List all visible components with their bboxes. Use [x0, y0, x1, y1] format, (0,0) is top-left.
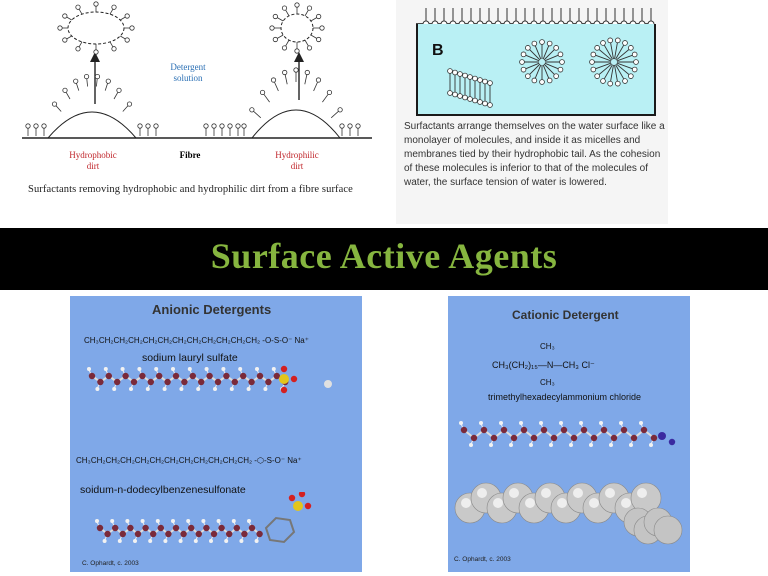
dirt-removal-illustration [22, 1, 372, 139]
anionic-heading: Anionic Detergents [152, 302, 272, 317]
cationic-credit: C. Ophardt, c. 2003 [454, 556, 511, 563]
lauryl-sulfate-molecule-model [87, 365, 332, 394]
cationic-formula-bottom: CH₃ [540, 378, 555, 387]
water-tank [416, 24, 656, 116]
cationic-name: trimethylhexadecylammonium chloride [488, 392, 642, 402]
micelle-description: Surfactants arrange themselves on the wa… [404, 121, 665, 188]
anionic-credit: C. Ophardt, c. 2003 [82, 560, 139, 567]
cationic-formula-main: CH₃(CH₂)₁₅—N—CH₃ Cl⁻ [492, 360, 595, 370]
sodium-lauryl-sulfate-name: sodium lauryl sulfate [142, 352, 238, 364]
dodecylbenzenesulfonate-name: soidum-n-dodecylbenzenesulfonate [80, 484, 246, 496]
cationic-ball-stick-model [459, 421, 676, 447]
slide-title: Surface Active Agents [210, 236, 558, 276]
fibre-label: Fibre [179, 150, 201, 160]
detergent-diagram: Detergent solution Hydrophobic dirt Fibr… [0, 0, 388, 228]
dodecylbenzenesulfonate-formula: CH₃CH₂CH₂CH₂CH₂CH₂CH₂CH₂CH₂CH₂CH₂CH₂ -⬡-… [76, 456, 302, 465]
anionic-detergents-panel: Anionic Detergents CH₃CH₂CH₂CH₂CH₂CH₂CH₂… [70, 296, 362, 572]
panel-letter: B [432, 42, 444, 59]
sodium-lauryl-sulfate-formula: CH₃CH₂CH₂CH₂CH₂CH₂CH₂CH₂CH₂CH₂CH₂CH₂ -O-… [84, 336, 309, 345]
diagram-caption: Surfactants removing hydrophobic and hyd… [28, 184, 353, 195]
cationic-detergent-panel: Cationic Detergent CH₃ CH₃(CH₂)₁₅—N—CH₃ … [448, 296, 690, 572]
title-band: Surface Active Agents [0, 228, 768, 290]
surfactant-molecules [25, 1, 361, 136]
detergent-solution-label: Detergent solution [170, 62, 206, 83]
cationic-heading: Cationic Detergent [512, 308, 619, 322]
hydrophilic-dirt-label: Hydrophilic dirt [275, 150, 319, 171]
micelle-illustration [447, 37, 639, 108]
benzenesulfonate-molecule-model [95, 492, 312, 544]
cationic-space-filling-model [454, 482, 683, 545]
hydrophobic-dirt-label: Hydrophobic dirt [69, 150, 117, 171]
micelle-panel: B Surfactants arrange themselves on the … [396, 0, 668, 224]
cationic-formula-top: CH₃ [540, 342, 555, 351]
